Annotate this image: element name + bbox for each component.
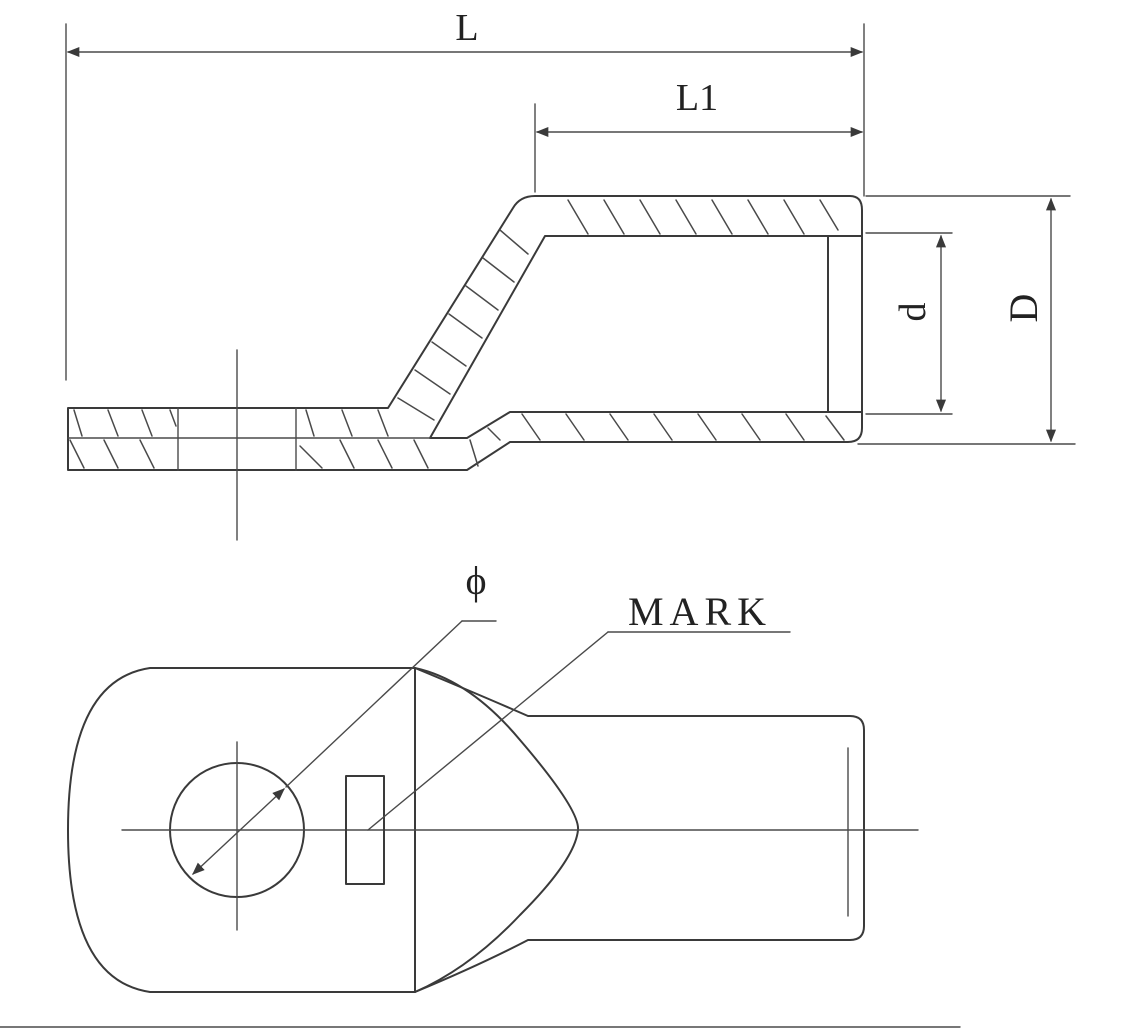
plan-outline [67,667,865,993]
dimension-L1-label: L1 [676,77,718,119]
dimension-L-label: L [455,7,478,49]
mark-annotation: MARK [367,589,791,831]
top-wall-hatching [567,199,839,235]
plan-view [67,667,919,993]
dimension-D: D [857,195,1076,445]
dimension-d-label: d [892,303,934,322]
dimension-d: d [865,232,953,415]
palm-hatching [69,409,429,469]
dimension-L1: L1 [534,77,864,193]
lug-inner-contour [429,235,863,439]
mark-label: MARK [628,589,772,634]
side-section-view [67,195,863,541]
bottom-wall-hatching [469,413,845,467]
diameter-label: ϕ [465,558,486,603]
slant-wall-hatching [397,229,529,421]
mark-rectangle [345,775,385,885]
dimension-D-label: D [1001,294,1046,323]
lug-outer-contour [67,195,863,471]
dimension-L: L [65,7,865,381]
diameter-annotation: ϕ [192,558,497,875]
